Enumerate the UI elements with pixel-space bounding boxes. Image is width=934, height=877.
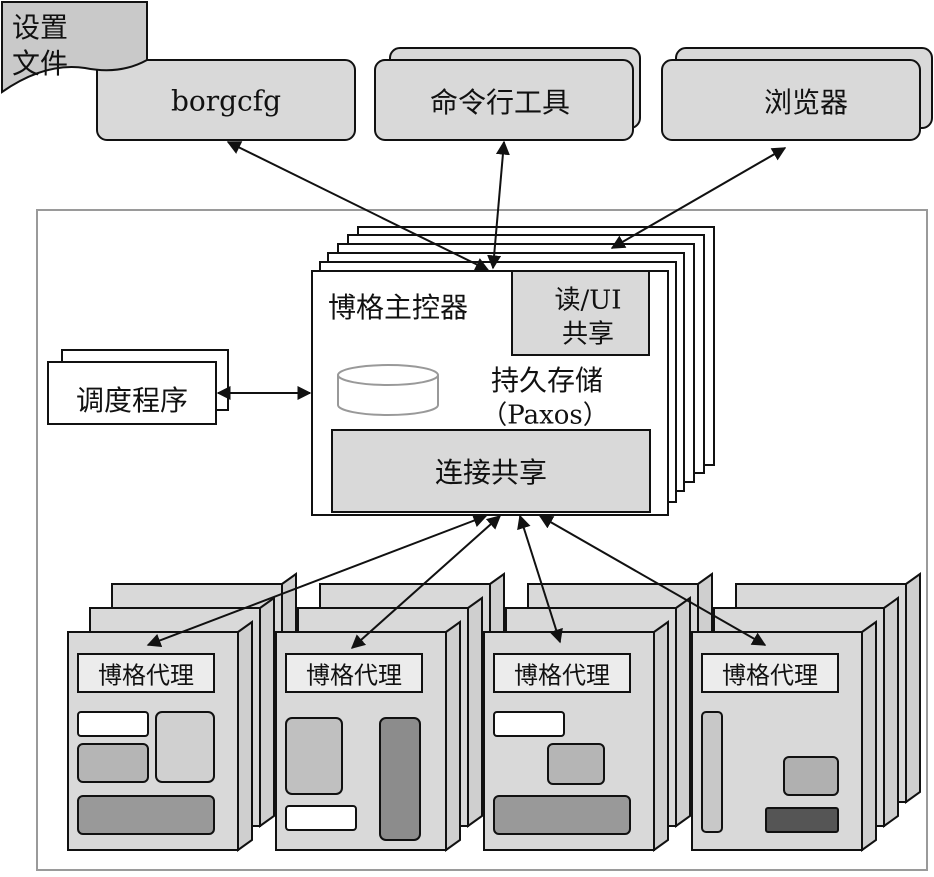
- scheduler-label: 调度程序: [75, 384, 189, 417]
- agent-label-2: 博格代理: [306, 661, 402, 690]
- link-share-box: [331, 429, 651, 513]
- read-ui-share-box: [511, 270, 650, 356]
- settings-file-label-line2: 文件: [12, 47, 69, 80]
- arrow-master-agent-2: [350, 515, 502, 649]
- borgcfg-label: borgcfg: [170, 84, 282, 118]
- agent-label-4: 博格代理: [722, 661, 818, 690]
- arrow-master-agent-4: [538, 515, 767, 646]
- agent-label-3: 博格代理: [514, 661, 610, 690]
- browser-box: [661, 47, 933, 141]
- cli-box: [374, 47, 641, 141]
- borgcfg-box: [96, 59, 356, 141]
- browser-label: 浏览器: [763, 86, 849, 119]
- database-cylinder-icon: [337, 364, 439, 416]
- settings-file-icon: [1, 1, 148, 94]
- agent-stack-4: [691, 572, 921, 852]
- agent-stack-3: [483, 572, 713, 852]
- agent-stack-1: [67, 572, 297, 852]
- link-share-label: 连接共享: [434, 456, 548, 489]
- connection-arrows: [146, 140, 787, 649]
- agent-label-1: 博格代理: [98, 661, 194, 690]
- arrow-borgcfg-master: [226, 141, 490, 271]
- paxos-label: （Paxos）: [481, 400, 609, 431]
- cli-label: 命令行工具: [429, 86, 571, 119]
- read-ui-label-line2: 共享: [561, 319, 615, 350]
- read-ui-label-line1: 读/UI: [554, 285, 622, 316]
- arrow-cli-master: [487, 140, 510, 270]
- master-title: 博格主控器: [328, 291, 469, 324]
- persistent-store-label: 持久存储: [490, 364, 604, 397]
- settings-file-label-line1: 设置: [12, 11, 69, 44]
- scheduler-box: [47, 349, 229, 425]
- arrow-browser-master: [610, 147, 787, 249]
